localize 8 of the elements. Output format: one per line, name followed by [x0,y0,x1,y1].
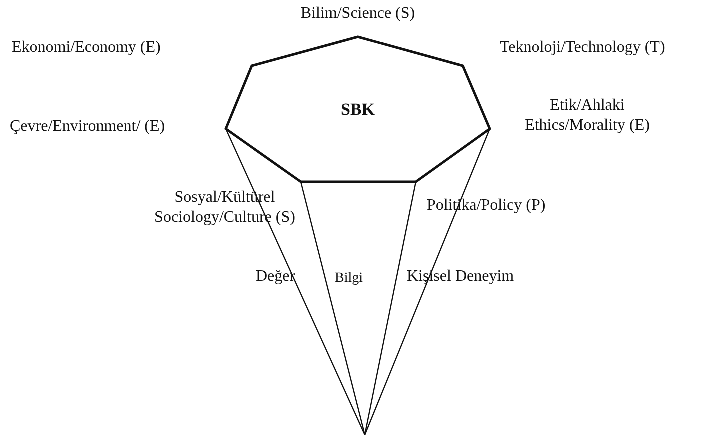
node-title: SBK [340,99,376,120]
label-text: Ekonomi/Economy (E) [12,38,162,58]
label-text: Çevre/Environment/ (E) [10,117,166,137]
label-text: Bilgi [335,270,364,288]
label-text: Teknoloji/Technology (T) [500,38,666,58]
label-text: Etik/Ahlaki Ethics/Morality (E) [524,96,651,136]
heptagon-shape [226,37,490,182]
label-text: Bilim/Science (S) [300,4,416,24]
